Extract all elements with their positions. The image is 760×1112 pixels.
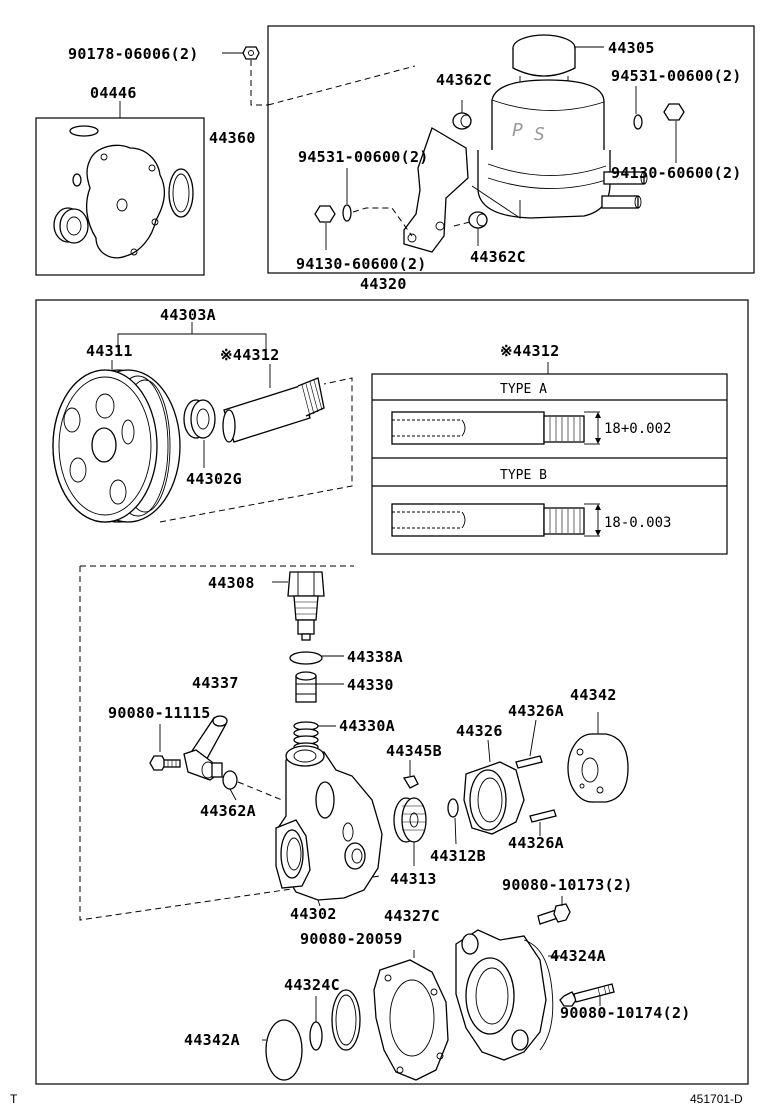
bolt-90080-11115-part[interactable]: [149, 755, 181, 771]
label-44330a: 44330A: [339, 717, 395, 735]
rotor-44313-part[interactable]: [393, 797, 427, 843]
pulley-part[interactable]: [52, 369, 181, 523]
label-90080-10174: 90080-10174(2): [560, 1004, 691, 1022]
label-94130-left: 94130-60600(2): [296, 255, 427, 273]
label-94130-right: 94130-60600(2): [611, 164, 742, 182]
shaft-type-b-drawing[interactable]: [391, 503, 601, 537]
nut-94130-right-part[interactable]: [663, 103, 685, 121]
label-44360: 44360: [209, 129, 256, 147]
washer-94531-right-part[interactable]: [633, 114, 643, 130]
reservoir-bracket-part[interactable]: [403, 127, 521, 253]
label-44320: 44320: [360, 275, 407, 293]
label-44342: 44342: [570, 686, 617, 704]
collar-44362c-top-part[interactable]: [452, 112, 472, 130]
oring-44342a-part[interactable]: [265, 1019, 303, 1081]
label-44324c: 44324C: [284, 976, 340, 994]
label-44326a-top: 44326A: [508, 702, 564, 720]
label-44330: 44330: [347, 676, 394, 694]
label-44345b: 44345B: [386, 742, 442, 760]
label-44338a: 44338A: [347, 648, 403, 666]
spool-44330-part[interactable]: [295, 671, 317, 703]
gasket-kit-parts[interactable]: [53, 125, 194, 259]
bolt-90080-10174-part[interactable]: [559, 983, 615, 1007]
svg-text:P: P: [512, 120, 523, 141]
pin-44326a-top-part[interactable]: [515, 755, 543, 769]
label-44302g: 44302G: [186, 470, 242, 488]
collar-44362c-bottom-part[interactable]: [468, 211, 488, 229]
vane-44345b-part[interactable]: [402, 775, 419, 789]
valve-44308-part[interactable]: [287, 571, 325, 641]
label-90080-11115: 90080-11115: [108, 704, 211, 722]
label-44312b: 44312B: [430, 847, 486, 865]
label-04446: 04446: [90, 84, 137, 102]
label-44342a: 44342A: [184, 1031, 240, 1049]
nut-90178-part[interactable]: [242, 46, 260, 60]
dim-type-a: 18+0.002: [604, 421, 671, 437]
label-44305: 44305: [608, 39, 655, 57]
washer-94531-left-part[interactable]: [342, 204, 352, 222]
type-a-label: TYPE A: [500, 382, 547, 397]
label-44311: 44311: [86, 342, 133, 360]
label-44324a: 44324A: [550, 947, 606, 965]
label-44362c-bottom: 44362C: [470, 248, 526, 266]
footer-left-mark: T: [10, 1092, 18, 1106]
union-44337-part[interactable]: [183, 715, 228, 781]
label-90178: 90178-06006(2): [68, 45, 199, 63]
housing-44324a-part[interactable]: [455, 929, 554, 1061]
label-44327c: 44327C: [384, 907, 440, 925]
label-90080-20059: 90080-20059: [300, 930, 403, 948]
plate-44342-part[interactable]: [567, 733, 629, 803]
bearing-44302g-part[interactable]: [183, 399, 216, 439]
cam-ring-44326-part[interactable]: [463, 761, 525, 835]
label-44308: 44308: [208, 574, 255, 592]
svg-text:S: S: [534, 124, 545, 145]
dim-type-b: 18-0.003: [604, 515, 671, 531]
bolt-90080-10173-part[interactable]: [537, 903, 571, 925]
label-44326a-bottom: 44326A: [508, 834, 564, 852]
reservoir-tank-part[interactable]: P S: [477, 34, 648, 219]
label-44362a: 44362A: [200, 802, 256, 820]
label-90080-10173: 90080-10173(2): [502, 876, 633, 894]
label-94531-left: 94531-00600(2): [298, 148, 429, 166]
pump-body-44302-part[interactable]: [275, 745, 383, 901]
label-44302: 44302: [290, 905, 337, 923]
pump-assembly-box: [35, 299, 749, 1085]
label-44362c-top: 44362C: [436, 71, 492, 89]
type-b-label: TYPE B: [500, 468, 547, 483]
footer-reference: 451701-D: [690, 1092, 743, 1106]
reservoir-box: [267, 25, 755, 274]
oring-44324c-part[interactable]: [309, 989, 361, 1051]
gasket-44327c-part[interactable]: [373, 959, 449, 1081]
label-44337: 44337: [192, 674, 239, 692]
label-44313: 44313: [390, 870, 437, 888]
oring-44338a-part[interactable]: [289, 651, 323, 665]
label-44312-b: ※44312: [500, 342, 560, 360]
nut-94130-left-part[interactable]: [314, 205, 336, 223]
shaft-type-a-drawing[interactable]: [391, 411, 601, 445]
shaft-44312-part[interactable]: [222, 377, 325, 443]
label-94531-right: 94531-00600(2): [611, 67, 742, 85]
label-44303a: 44303A: [160, 306, 216, 324]
pin-44312b-part[interactable]: [447, 798, 459, 818]
oring-44362a-part[interactable]: [222, 770, 238, 790]
pin-44326a-bottom-part[interactable]: [529, 809, 557, 823]
label-44326: 44326: [456, 722, 503, 740]
label-44312-a: ※44312: [220, 346, 280, 364]
shaft-type-table: [371, 373, 728, 555]
